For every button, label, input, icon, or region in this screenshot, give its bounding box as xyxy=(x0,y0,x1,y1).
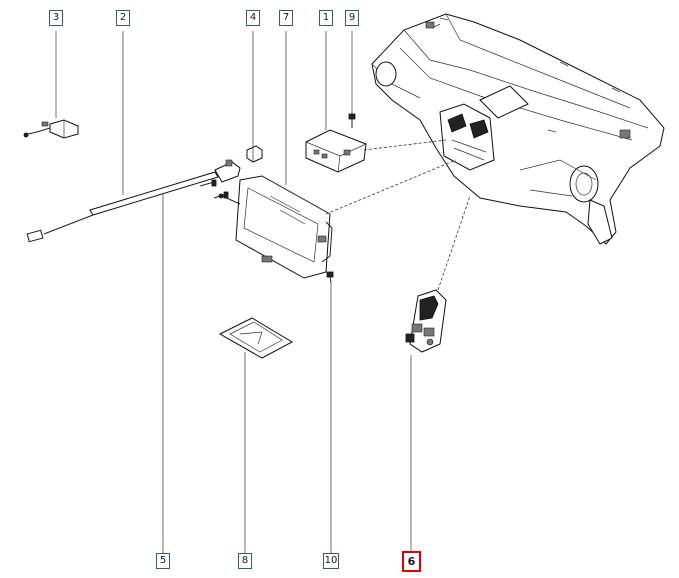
callout-7[interactable]: 7 xyxy=(279,10,293,26)
assembly-lines xyxy=(325,139,471,291)
leader-lines xyxy=(55,31,412,554)
part-3-connector xyxy=(23,119,79,139)
part-6-control-panel xyxy=(405,289,447,353)
part-10-screw xyxy=(326,271,334,284)
callout-10[interactable]: 10 xyxy=(323,553,339,569)
callout-5[interactable]: 5 xyxy=(156,553,170,569)
part-4-clip xyxy=(246,145,263,163)
dashboard-assembly xyxy=(371,13,665,245)
callout-1[interactable]: 1 xyxy=(319,10,333,26)
callout-4[interactable]: 4 xyxy=(246,10,260,26)
part-8-card xyxy=(218,317,294,359)
callout-6[interactable]: 6 xyxy=(402,551,421,572)
callout-3[interactable]: 3 xyxy=(49,10,63,26)
part-9-screw xyxy=(348,113,356,128)
callout-2[interactable]: 2 xyxy=(116,10,130,26)
part-1-module xyxy=(305,129,367,173)
part-5-screws xyxy=(199,179,229,199)
callout-9[interactable]: 9 xyxy=(345,10,359,26)
part-2-antenna-cable xyxy=(26,159,241,243)
part-7-display xyxy=(218,175,333,279)
callout-8[interactable]: 8 xyxy=(238,553,252,569)
